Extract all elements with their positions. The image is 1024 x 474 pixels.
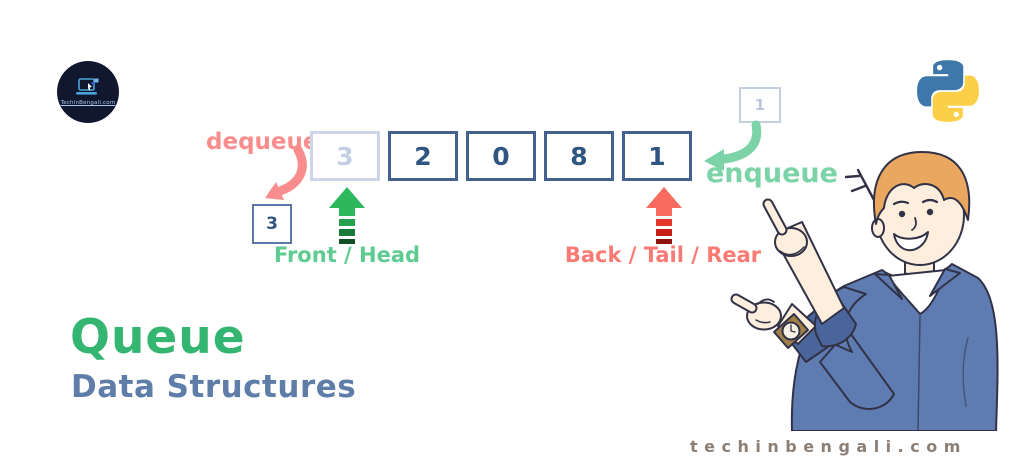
back-arrow-icon — [646, 187, 682, 244]
watermark-url: techinbengali.com — [690, 437, 967, 456]
queue-cell-value: 3 — [336, 141, 354, 171]
front-label: Front / Head — [273, 243, 421, 267]
queue-cell: 3 — [310, 131, 380, 181]
dequeued-value-box: 3 — [252, 204, 292, 244]
enqueue-arrow-icon — [704, 120, 762, 171]
enqueue-label: enqueue — [706, 158, 838, 189]
page-title: Queue — [70, 310, 246, 365]
laptop-icon — [76, 78, 99, 95]
queue-cell: 1 — [622, 131, 692, 181]
python-logo-icon — [917, 60, 979, 122]
incoming-value-box: 1 — [739, 87, 781, 123]
queue-cell: 0 — [466, 131, 536, 181]
dequeued-value: 3 — [266, 214, 278, 234]
logo-text: TechinBengali.com — [60, 100, 116, 106]
back-label: Back / Tail / Rear — [564, 243, 762, 267]
presenter-illustration — [730, 151, 999, 431]
dequeue-arrow-icon — [265, 146, 307, 200]
incoming-value: 1 — [754, 96, 766, 114]
emphasis-mark-icon — [844, 168, 876, 202]
queue-cell-value: 8 — [570, 141, 588, 171]
queue-cell-value: 1 — [648, 141, 666, 171]
queue-cell: 2 — [388, 131, 458, 181]
page-subtitle: Data Structures — [71, 369, 357, 405]
front-arrow-icon — [329, 187, 365, 244]
queue-cell-value: 2 — [414, 141, 432, 171]
site-logo: TechinBengali.com — [57, 61, 119, 123]
queue-cell-value: 0 — [492, 141, 510, 171]
queue-cell: 8 — [544, 131, 614, 181]
queue-row: 3 2 0 8 1 — [310, 131, 692, 181]
